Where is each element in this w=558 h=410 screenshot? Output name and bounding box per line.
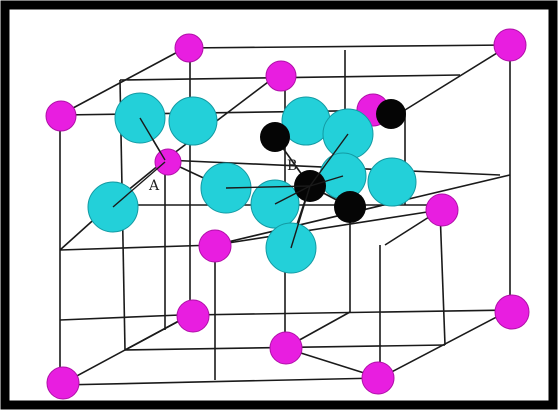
label-a: A xyxy=(148,178,160,194)
black-atom xyxy=(260,122,290,152)
magenta-atom xyxy=(494,294,530,330)
magenta-atom xyxy=(493,28,527,62)
magenta-atom xyxy=(361,361,395,395)
magenta-atom xyxy=(45,100,77,132)
magenta-atom xyxy=(425,193,459,227)
black-atom xyxy=(334,191,366,223)
magenta-atom xyxy=(198,229,232,263)
magenta-atom xyxy=(154,148,182,176)
cyan-atom xyxy=(367,157,417,207)
cyan-atom xyxy=(168,96,218,146)
magenta-atom xyxy=(265,60,297,92)
magenta-atoms xyxy=(45,28,530,400)
magenta-atom xyxy=(46,366,80,400)
magenta-atom xyxy=(174,33,204,63)
black-atom xyxy=(376,99,406,129)
magenta-atom xyxy=(176,299,210,333)
bond-overlay xyxy=(112,117,349,249)
label-b: B xyxy=(287,158,297,174)
magenta-atom xyxy=(269,331,303,365)
